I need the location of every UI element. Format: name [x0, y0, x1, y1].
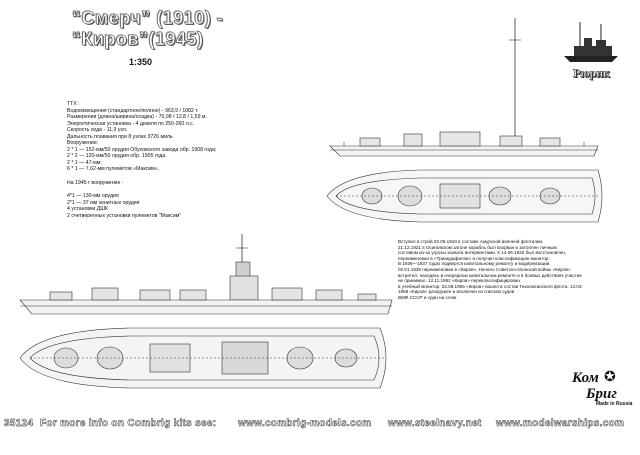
ship-1910-side-view: [329, 18, 599, 157]
corner-ship-label: Рюрик: [573, 66, 611, 81]
logo-text-top: Ком: [572, 370, 599, 386]
spec-line: Водоизмещения (стандартное/полное) - 963…: [67, 107, 199, 114]
star-icon: ✪: [604, 368, 616, 384]
history-line: 21.12.1921 в Осиповском затоне корабль б…: [398, 244, 557, 250]
history-line: не принимал. 12.11.1952 «Киров» переклас…: [398, 278, 520, 284]
spec-line: 2 * 1 — 152-мм/50 орудия Обуховского зав…: [67, 146, 217, 153]
spec-1945-line: 2*1 — 37 мм зенитных орудия: [67, 199, 140, 206]
spec-line: 6 * 1 — 7,62-мм пулемётов «Максим».: [67, 166, 160, 172]
kit-code: 35124: [4, 418, 34, 430]
specs-block: ТТХ : Водоизмещения (стандартное/полное)…: [67, 101, 327, 219]
spec-line: Вооружение:: [67, 140, 99, 146]
specs-heading: ТТХ :: [67, 101, 80, 107]
footer-link-combrig[interactable]: www.combrig-models.com: [238, 418, 372, 430]
scale-label: 1:350: [129, 57, 153, 67]
history-line: переименован в «Триандафилов» и получил …: [398, 255, 550, 261]
history-block: Вступил в строй 02.09.1910 в составе Аму…: [398, 239, 628, 301]
title-line-1: “Смерч” (1910) -: [72, 8, 224, 29]
ship-1910-top-view: [326, 169, 603, 223]
history-line: в учебный монитор. 23.08.1955 «Киров» во…: [398, 283, 583, 289]
history-line: 02.01.1939 переименован в «Киров». Начал…: [398, 266, 571, 272]
history-line: В 1936—1937 годах подвергся капитальному…: [398, 261, 551, 267]
spec-1945-line: 2 счетверенных установки пулеметов "Макс…: [67, 212, 182, 219]
corner-ship-thumbnail: [562, 18, 620, 64]
footer-link-steelnavy[interactable]: www.steelnavy.net: [388, 418, 482, 430]
history-line: 1958 «Киров» разоружен и исключен из спи…: [398, 289, 515, 295]
spec-line: Энергетическая установка - 4 дизеля по 2…: [67, 120, 195, 127]
ship-1945-top-view: [19, 327, 387, 389]
footer-link-modelwarships[interactable]: www.modelwarships.com: [496, 418, 625, 430]
logo-text-bottom: Бриг: [586, 386, 617, 402]
spec-1945-line: 4*1 — 130-мм орудия: [67, 193, 119, 199]
history-line: ВМФ СССР и сдан на слом.: [398, 294, 458, 300]
made-in-label: Made in Russia: [596, 401, 633, 407]
footer-text: For more info on Combrig kits see:: [40, 418, 217, 430]
title-line-2: “Киров”(1945): [72, 29, 204, 50]
specs-1945-heading: На 1945 г вооружение :: [67, 179, 124, 186]
footer: 35124 For more info on Combrig kits see:…: [0, 418, 640, 431]
spec-line: Размерения (длина/ширина/осадка) - 70,98…: [67, 114, 207, 120]
spec-line: Дальность плавания при 8 узлах 3726 миль: [67, 133, 173, 140]
spec-line: Скорость хода - 11,9 узл.: [67, 127, 128, 133]
spec-line: 2 * 2 — 120-мм/50 орудия обр. 1905 года.: [67, 153, 167, 159]
ship-1945-side-view: [19, 234, 393, 315]
history-line: составом из-за угрозы захвата интервента…: [398, 250, 567, 256]
history-line: встретил, находясь в очередном капитальн…: [398, 272, 582, 278]
history-line: Вступил в строй 02.09.1910 в составе Аму…: [398, 239, 544, 244]
spec-line: 2 * 1 — 47-мм;: [67, 159, 102, 166]
spec-1945-line: 4 установки ДШК: [67, 206, 109, 212]
